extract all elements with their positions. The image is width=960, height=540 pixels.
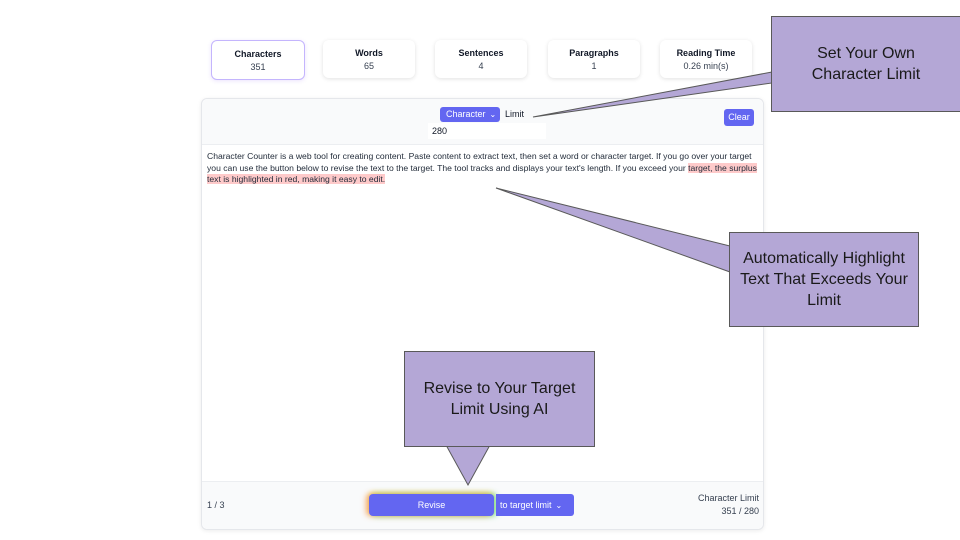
clear-button[interactable]: Clear — [724, 109, 754, 126]
stat-value: 4 — [478, 61, 484, 71]
revise-target-select[interactable]: to target limit⌄ — [496, 494, 574, 516]
chevron-down-icon: ⌄ — [489, 110, 497, 119]
stat-characters[interactable]: Characters 351 — [211, 40, 305, 80]
limit-label: Limit — [505, 109, 525, 119]
stat-label: Reading Time — [676, 48, 736, 58]
stat-value: 0.26 min(s) — [683, 61, 729, 71]
callout-text: Automatically Highlight Text That Exceed… — [740, 250, 908, 309]
stat-label: Sentences — [458, 48, 504, 58]
callout-text: Set Your Own Character Limit — [811, 45, 921, 83]
text-editor[interactable]: Character Counter is a web tool for crea… — [207, 151, 759, 186]
limit-mode-value: Character — [446, 109, 486, 119]
callout-text: Revise to Your Target Limit Using AI — [423, 380, 576, 418]
stat-reading-time[interactable]: Reading Time 0.26 min(s) — [660, 40, 752, 78]
stat-value: 351 — [250, 62, 266, 72]
stat-value: 65 — [363, 61, 374, 71]
stat-label: Characters — [234, 49, 282, 59]
editor-footer: 1 / 3 Revise to target limit⌄ Character … — [202, 481, 763, 529]
limit-input[interactable]: 280 — [428, 123, 546, 139]
revise-button[interactable]: Revise — [369, 494, 494, 516]
stat-label: Paragraphs — [569, 48, 619, 58]
callout-highlight: Automatically Highlight Text That Exceed… — [729, 232, 919, 327]
stat-value: 1 — [591, 61, 597, 71]
stat-words[interactable]: Words 65 — [323, 40, 415, 78]
editor-toolbar: Character⌄ Limit 280 Clear — [202, 99, 763, 145]
callout-revise: Revise to Your Target Limit Using AI — [404, 351, 595, 447]
page-indicator: 1 / 3 — [207, 500, 225, 510]
limit-info-count: 351 / 280 — [721, 506, 759, 516]
character-limit-info: Character Limit 351 / 280 — [698, 492, 759, 518]
chevron-down-icon: ⌄ — [555, 501, 563, 510]
limit-info-title: Character Limit — [697, 493, 759, 503]
stat-sentences[interactable]: Sentences 4 — [435, 40, 527, 78]
revise-target-value: to target limit — [500, 500, 552, 510]
stat-paragraphs[interactable]: Paragraphs 1 — [548, 40, 640, 78]
limit-mode-select[interactable]: Character⌄ — [440, 107, 501, 122]
stat-label: Words — [355, 48, 383, 58]
callout-set-limit: Set Your Own Character Limit — [771, 16, 960, 112]
text-within-limit: Character Counter is a web tool for crea… — [207, 151, 752, 173]
